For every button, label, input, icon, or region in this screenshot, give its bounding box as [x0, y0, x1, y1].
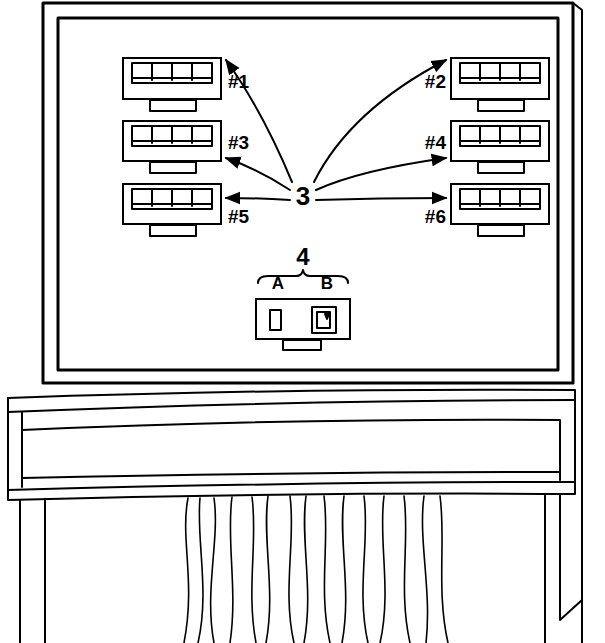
meter-number: #6 — [425, 207, 446, 226]
callout-number: 3 — [296, 183, 310, 209]
meter-box: #5 — [122, 183, 222, 225]
meter-number: #3 — [228, 133, 249, 152]
meter-box: #4 — [450, 120, 550, 162]
meter-box: #6 — [450, 183, 550, 225]
meter-box: #2 — [450, 57, 550, 100]
meter-number: #5 — [228, 207, 249, 226]
switch-box: AB — [255, 298, 351, 340]
switch-position-label: B — [321, 275, 333, 292]
meter-number: #1 — [228, 72, 249, 91]
meter-box: #1 — [122, 57, 222, 100]
meter-number: #2 — [425, 72, 446, 91]
meter-number: #4 — [425, 133, 446, 152]
meter-box: #3 — [122, 120, 222, 162]
switch-position-label: A — [272, 275, 284, 292]
callout-number: 4 — [296, 245, 309, 269]
